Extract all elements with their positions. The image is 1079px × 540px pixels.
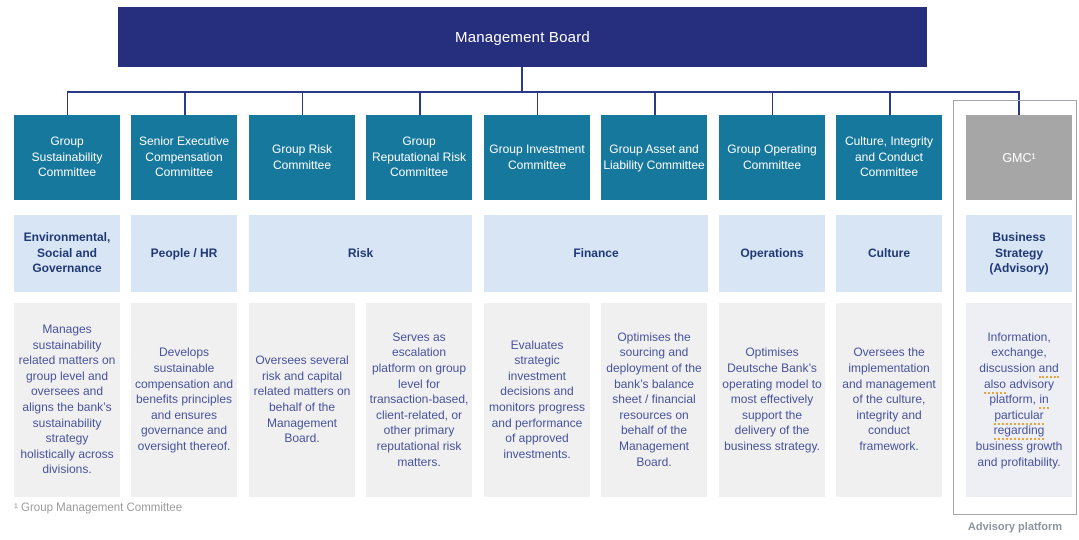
committee-box-group-risk: Group Risk Committee bbox=[249, 115, 355, 200]
connector-stub-3 bbox=[301, 91, 303, 115]
description-senior-executive-compensation: Develops sustainable compensation and be… bbox=[131, 303, 237, 497]
committee-box-group-reputational-risk: Group Reputational Risk Committee bbox=[366, 115, 472, 200]
connector-stub-6 bbox=[654, 91, 656, 115]
description-group-reputational-risk: Serves as escalation platform on group l… bbox=[366, 303, 472, 497]
description-group-asset-liability: Optimises the sourcing and deployment of… bbox=[601, 303, 707, 497]
category-business-strategy-advisory: Business Strategy (Advisory) bbox=[966, 215, 1072, 292]
advisory-platform-label: Advisory platform bbox=[967, 521, 1063, 533]
management-board-label: Management Board bbox=[455, 28, 590, 46]
committee-box-group-sustainability: Group Sustainability Committee bbox=[14, 115, 120, 200]
committee-box-group-investment: Group Investment Committee bbox=[484, 115, 590, 200]
category-risk: Risk bbox=[249, 215, 472, 292]
description-group-sustainability: Manages sustainability related matters o… bbox=[14, 303, 120, 497]
description-group-risk: Oversees several risk and capital relate… bbox=[249, 303, 355, 497]
connector-trunk bbox=[521, 67, 523, 92]
description-group-operating: Optimises Deutsche Bank’s operating mode… bbox=[719, 303, 825, 497]
connector-stub-4 bbox=[419, 91, 421, 115]
connector-crossbar bbox=[66, 91, 1020, 93]
committee-box-group-asset-liability: Group Asset and Liability Committee bbox=[601, 115, 707, 200]
connector-stub-2 bbox=[184, 91, 186, 115]
description-culture-integrity-conduct: Oversees the implementation and manageme… bbox=[836, 303, 942, 497]
connector-stub-5 bbox=[536, 91, 538, 115]
advisory-description-text: Information, exchange, discussion and al… bbox=[975, 329, 1063, 469]
advisory-description: Information, exchange, discussion and al… bbox=[966, 303, 1072, 497]
category-esg: Environmental, Social and Governance bbox=[14, 215, 120, 292]
committee-box-gmc: GMC¹ bbox=[966, 115, 1072, 200]
footnote: ¹ Group Management Committee bbox=[14, 502, 183, 514]
committee-box-senior-executive-compensation: Senior Executive Compensation Committee bbox=[131, 115, 237, 200]
category-culture: Culture bbox=[836, 215, 942, 292]
category-operations: Operations bbox=[719, 215, 825, 292]
category-people-hr: People / HR bbox=[131, 215, 237, 292]
management-board-box: Management Board bbox=[118, 7, 927, 67]
connector-stub-1 bbox=[66, 91, 68, 115]
connector-stub-9 bbox=[1018, 91, 1020, 115]
connector-stub-7 bbox=[771, 91, 773, 115]
description-group-investment: Evaluates strategic investment decisions… bbox=[484, 303, 590, 497]
advisory-platform-frame bbox=[953, 100, 1077, 515]
category-finance: Finance bbox=[484, 215, 708, 292]
committee-box-group-operating: Group Operating Committee bbox=[719, 115, 825, 200]
connector-stub-8 bbox=[889, 91, 891, 115]
committee-box-culture-integrity-conduct: Culture, Integrity and Conduct Committee bbox=[836, 115, 942, 200]
